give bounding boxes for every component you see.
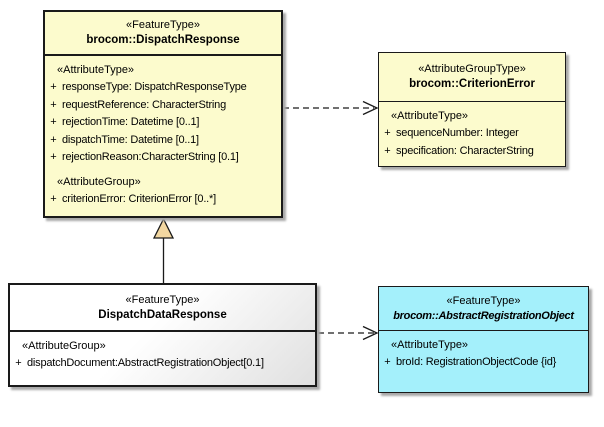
visibility-plus: + <box>50 192 57 205</box>
class-criterion-error[interactable]: «AttributeGroupType» brocom::CriterionEr… <box>378 52 566 167</box>
class-name: DispatchDataResponse <box>98 308 227 321</box>
attribute-row: + rejectionReason:CharacterString [0.1] <box>45 149 281 167</box>
attribute-row: + responseType: DispatchResponseType <box>45 79 281 97</box>
class-body: «AttributeType» + sequenceNumber: Intege… <box>379 102 565 160</box>
open-arrowhead-icon <box>362 325 379 341</box>
attribute-text: rejectionTime: Datetime [0..1] <box>62 116 200 128</box>
visibility-plus: + <box>50 98 57 111</box>
visibility-plus: + <box>384 144 391 157</box>
attribute-row: + broId: RegistrationObjectCode {id} <box>379 354 588 372</box>
class-stereotype: «FeatureType» <box>446 294 521 307</box>
visibility-plus: + <box>384 127 391 139</box>
class-body: «AttributeGroup» + dispatchDocument:Abst… <box>10 332 315 373</box>
attribute-row: + dispatchTime: Datetime [0..1] <box>45 132 281 150</box>
attribute-text: sequenceNumber: Integer <box>396 127 519 139</box>
generalization-arrow-dispatchdataresponse-dispatchresponse[interactable] <box>152 217 175 283</box>
attribute-row: + dispatchDocument:AbstractRegistrationO… <box>10 355 315 373</box>
class-stereotype: «FeatureType» <box>126 19 200 31</box>
section-heading: «AttributeType» <box>391 110 469 122</box>
class-name: brocom::DispatchResponse <box>86 34 240 46</box>
dependency-arrow-dispatchdataresponse-abstractregistrationobject[interactable] <box>318 325 379 341</box>
class-dispatch-data-response[interactable]: «FeatureType» DispatchDataResponse «Attr… <box>8 283 317 387</box>
attribute-text: requestReference: CharacterString <box>62 98 226 111</box>
attribute-text: dispatchDocument:AbstractRegistrationObj… <box>27 357 264 369</box>
visibility-plus: + <box>50 151 57 163</box>
class-header: «AttributeGroupType» brocom::CriterionEr… <box>379 53 565 102</box>
section-heading: «AttributeType» <box>57 64 135 76</box>
section-heading: «AttributeType» <box>391 339 469 351</box>
visibility-plus: + <box>15 357 22 369</box>
section-heading: «AttributeGroup» <box>57 175 141 188</box>
class-body: «AttributeType» + broId: RegistrationObj… <box>379 331 588 372</box>
attribute-text: dispatchTime: Datetime [0..1] <box>62 133 199 146</box>
visibility-plus: + <box>50 133 57 146</box>
attribute-row: + criterionError: CriterionError [0..*] <box>45 191 281 209</box>
class-header: «FeatureType» brocom::DispatchResponse <box>45 12 281 56</box>
hollow-triangle-icon <box>152 217 175 239</box>
attribute-row: + specification: CharacterString <box>379 143 565 161</box>
visibility-plus: + <box>50 81 57 93</box>
attribute-text: criterionError: CriterionError [0..*] <box>62 192 216 205</box>
section-heading: «AttributeGroup» <box>22 340 106 352</box>
class-stereotype: «AttributeGroupType» <box>418 63 526 75</box>
visibility-plus: + <box>384 356 391 368</box>
class-header: «FeatureType» DispatchDataResponse <box>10 285 315 332</box>
attribute-text: rejectionReason:CharacterString [0.1] <box>62 151 239 163</box>
class-body: «AttributeType» + responseType: Dispatch… <box>45 56 281 208</box>
open-arrowhead-icon <box>362 100 379 116</box>
attribute-row: + sequenceNumber: Integer <box>379 125 565 143</box>
class-name: brocom::CriterionError <box>409 78 535 90</box>
class-abstract-registration-object[interactable]: «FeatureType» brocom::AbstractRegistrati… <box>378 286 589 393</box>
class-stereotype: «FeatureType» <box>125 293 200 306</box>
attribute-text: broId: RegistrationObjectCode {id} <box>396 356 557 368</box>
dependency-arrow-dispatchresponse-criterionerror[interactable] <box>283 100 379 116</box>
attribute-row: + rejectionTime: Datetime [0..1] <box>45 114 281 132</box>
class-dispatch-response[interactable]: «FeatureType» brocom::DispatchResponse «… <box>43 10 283 218</box>
attribute-text: responseType: DispatchResponseType <box>62 81 247 93</box>
class-name: brocom::AbstractRegistrationObject <box>393 309 574 322</box>
class-header: «FeatureType» brocom::AbstractRegistrati… <box>379 287 588 331</box>
attribute-row: + requestReference: CharacterString <box>45 97 281 115</box>
attribute-text: specification: CharacterString <box>396 144 534 157</box>
visibility-plus: + <box>50 116 57 128</box>
